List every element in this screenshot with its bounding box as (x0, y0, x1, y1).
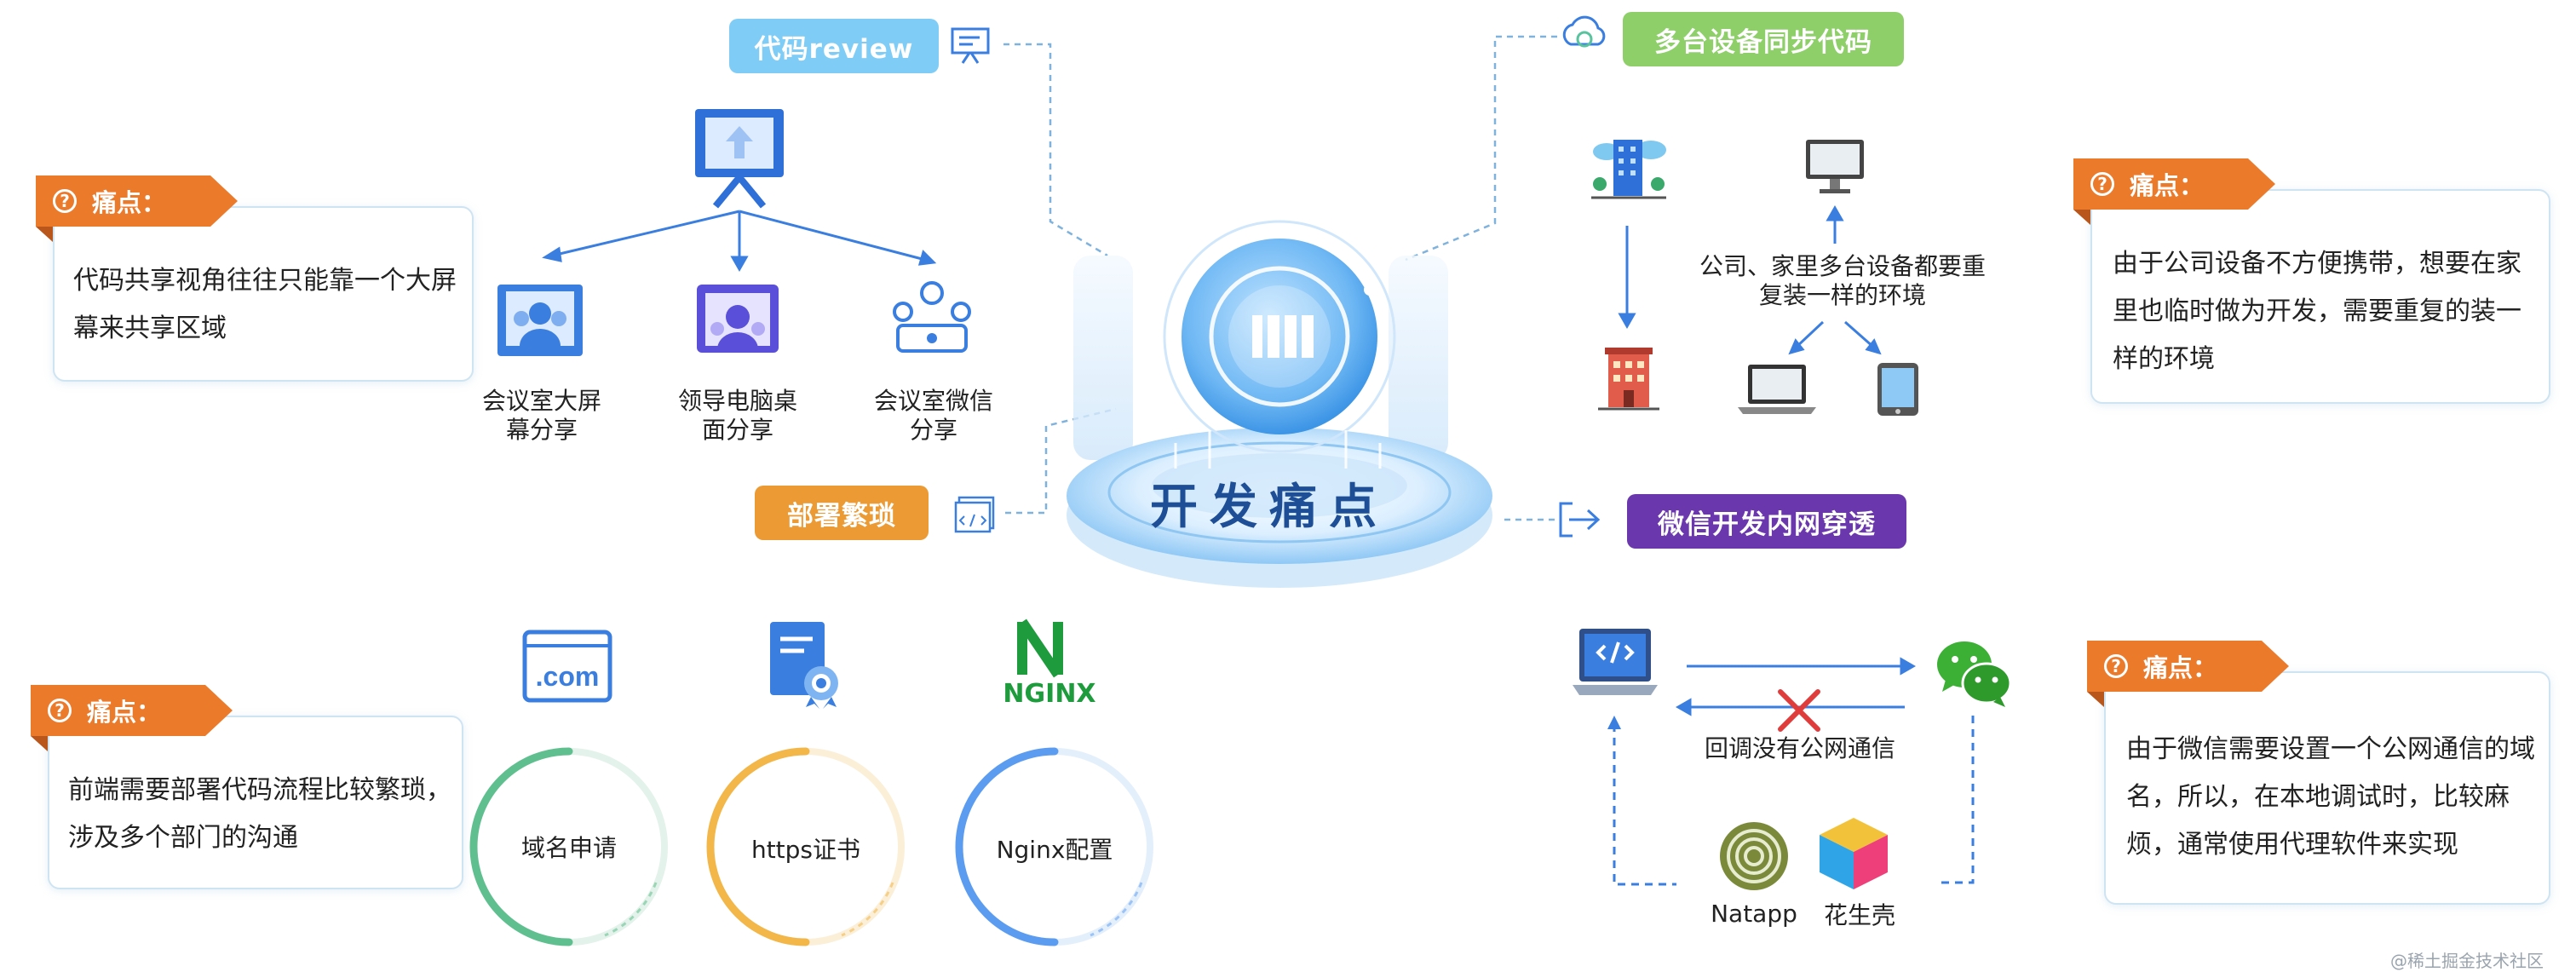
dot-com-icon: .com (522, 630, 612, 703)
review-item-label: 会议室微信分享 (873, 387, 993, 444)
tablet-icon (1877, 363, 1918, 416)
certificate-icon (770, 622, 838, 709)
pain-text: 由于微信需要设置一个公网通信的域名，所以，在本地调试时，比较麻烦，通常使用代理软… (2126, 734, 2535, 860)
wechat-note: 回调没有公网通信 (1704, 734, 1895, 762)
proxy-label-natapp: Natapp (1711, 900, 1797, 928)
pain-tag: ?痛点： (36, 175, 238, 242)
code-window-icon (954, 496, 995, 533)
laptop-icon (1738, 365, 1816, 414)
device-note: 公司、家里多台设备都要重复装一样的环境 (1699, 252, 1986, 309)
pain-text: 前端需要部署代码流程比较繁琐，涉及多个部门的沟通 (68, 775, 451, 853)
cloud-sync-icon (1562, 15, 1606, 48)
meeting-table-icon (893, 281, 971, 353)
svg-text:.com: .com (536, 661, 600, 692)
ring-https (706, 747, 905, 946)
review-item-label: 会议室大屏幕分享 (481, 387, 601, 444)
topic-code-review: 代码review (729, 19, 939, 73)
ring-nginx (955, 747, 1153, 946)
presentation-board-icon (695, 109, 784, 209)
pain-tag: ?痛点： (2087, 641, 2289, 707)
home-building-icon (1598, 348, 1659, 411)
oray-cube-icon (1820, 818, 1888, 889)
question-icon: ? (2104, 654, 2128, 678)
pain-text: 由于公司设备不方便携带，想要在家里也临时做为开发，需要重复的装一样的环境 (2113, 249, 2521, 374)
watermark: @稀土掘金技术社区 (2390, 951, 2544, 971)
center-hub-graphic (1067, 220, 1492, 588)
export-icon (1559, 502, 1601, 538)
deploy-item-label: https证书 (750, 836, 861, 864)
ring-domain (469, 747, 668, 946)
nginx-logo-icon: NGINX (1003, 618, 1096, 705)
natapp-icon (1720, 822, 1788, 890)
svg-text:NGINX: NGINX (1003, 679, 1095, 705)
office-building-icon (1591, 140, 1666, 199)
center-title: 开发痛点 (1150, 480, 1389, 535)
pain-text: 代码共享视角往往只能靠一个大屏幕来共享区域 (73, 266, 457, 343)
wechat-icon (1937, 641, 2012, 707)
topic-deploy: 部署繁琐 (755, 486, 929, 540)
topic-wechat: 微信开发内网穿透 (1627, 494, 1906, 549)
deploy-item-label: Nginx配置 (996, 836, 1113, 864)
topic-multi-device: 多台设备同步代码 (1623, 12, 1904, 66)
question-icon: ? (48, 699, 72, 722)
review-item-label: 领导电脑桌面分享 (677, 387, 797, 444)
pain-tag: ?痛点： (2073, 158, 2275, 225)
code-laptop-icon (1573, 629, 1658, 695)
question-icon: ? (2090, 172, 2114, 196)
leader-desktop-icon (697, 285, 779, 353)
meeting-screen-icon (497, 285, 583, 356)
review-icon (951, 27, 990, 64)
proxy-label-oray: 花生壳 (1823, 901, 1895, 929)
desktop-monitor-icon (1806, 140, 1864, 193)
question-icon: ? (53, 189, 77, 213)
deploy-item-label: 域名申请 (520, 834, 617, 862)
pain-tag: ?痛点： (31, 685, 233, 751)
